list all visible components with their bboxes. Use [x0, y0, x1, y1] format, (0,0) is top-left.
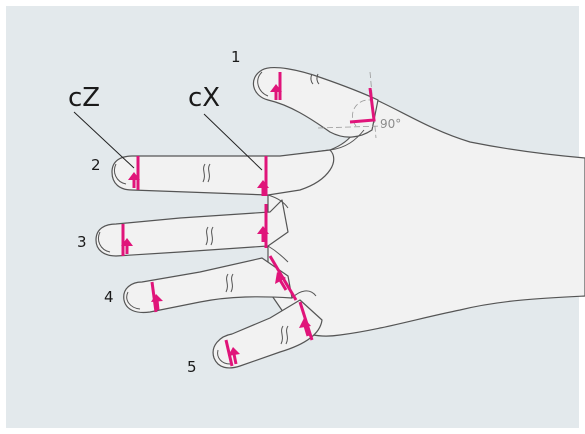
leader-line-cx	[203, 113, 263, 171]
measure-bar-ring	[150, 281, 158, 313]
arrow-cz-head	[128, 172, 140, 180]
web-line-1	[267, 194, 289, 209]
right-angle-marker	[349, 87, 376, 124]
measurement-marks	[121, 72, 314, 367]
thumb-shape	[252, 66, 379, 138]
measure-bar-little	[224, 339, 234, 367]
thumb-web	[329, 129, 365, 151]
arrow-cx2-head	[257, 226, 269, 234]
arrow-cx3-head	[275, 272, 286, 284]
arrow-ring-head	[151, 294, 163, 302]
arrow-little-stem	[232, 353, 238, 365]
crease-little	[280, 325, 289, 345]
angle-guide	[317, 71, 383, 139]
angle-label: 90°	[380, 117, 401, 131]
angle-guide-horizontal	[317, 125, 383, 129]
finger-number-2: 2	[91, 156, 101, 174]
finger-number-1: 1	[231, 48, 241, 66]
ring-finger-shape	[123, 257, 293, 314]
finger-number-4: 4	[104, 288, 114, 306]
leader-line-cz	[73, 111, 135, 169]
crease-ring	[225, 273, 234, 293]
middle-finger-shape	[95, 199, 289, 257]
nail-index	[113, 163, 127, 185]
crease-middle	[205, 226, 214, 246]
arrow-little-head	[228, 347, 240, 356]
arrow-cx1-head	[257, 180, 269, 188]
callout-label-cz: cZ	[68, 83, 100, 113]
index-finger-shape	[111, 149, 335, 196]
finger-number-5: 5	[187, 358, 197, 376]
crease-index	[202, 163, 211, 183]
arrow-middle-head	[121, 238, 133, 246]
callout-label-cx: cX	[188, 83, 220, 113]
arrow-cx4-stem	[303, 325, 310, 337]
arrow-cx4-head	[299, 318, 311, 328]
finger-number-3: 3	[77, 233, 87, 251]
arrow-thumb-head	[270, 84, 282, 92]
little-finger-shape	[212, 299, 323, 369]
angle-guide-vertical	[369, 71, 377, 139]
nail-middle	[97, 231, 111, 253]
arrow-cx3-stem	[278, 279, 288, 291]
web-line-2	[267, 245, 289, 263]
nail-thumb	[257, 71, 269, 97]
nail-ring	[126, 291, 141, 310]
arrow-ring-stem	[155, 299, 160, 311]
crease-thumb	[310, 73, 320, 85]
nail-little	[217, 349, 231, 365]
